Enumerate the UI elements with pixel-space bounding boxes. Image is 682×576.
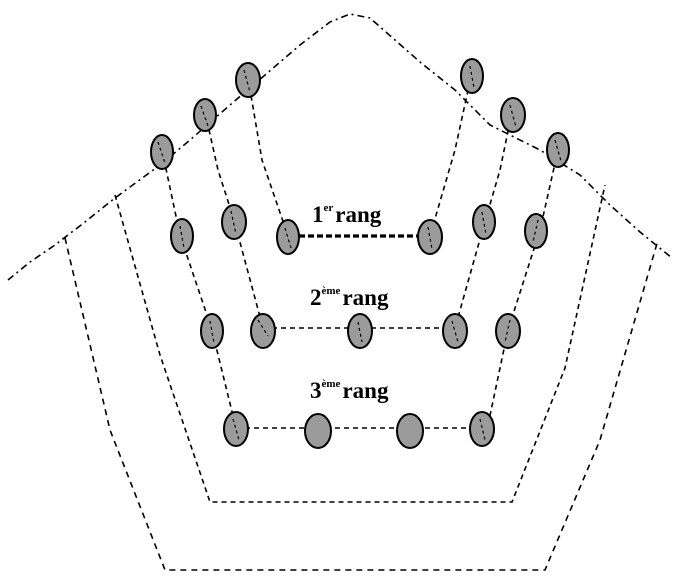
stone [546, 132, 570, 168]
rank1-label: 1errang [312, 202, 382, 227]
rank2-word: rang [342, 285, 389, 310]
stone [347, 313, 373, 349]
rank2-left-line [204, 111, 264, 329]
rank-guides [161, 71, 559, 429]
stone [396, 413, 424, 449]
rank3-superscript: ème [322, 378, 341, 390]
outer-outlines [7, 13, 673, 571]
stone [442, 313, 468, 349]
rank-labels: 1errang 2èmerang 3èmerang [310, 202, 389, 403]
stone [150, 134, 174, 170]
rank1-right-line [429, 71, 473, 237]
stone [417, 219, 443, 255]
rank1-word: rang [335, 202, 382, 227]
stone [460, 58, 484, 94]
stone [250, 313, 276, 349]
rank3-number: 3 [310, 378, 322, 403]
stone [221, 204, 247, 240]
rank1-number: 1 [312, 202, 324, 227]
stone [524, 213, 548, 249]
stone [200, 313, 224, 349]
stone [304, 413, 332, 449]
stone [500, 97, 526, 133]
rank1-left-line [247, 77, 289, 237]
rank2-right-line [454, 111, 513, 329]
stone [235, 62, 261, 98]
stone [223, 411, 249, 447]
stone [193, 98, 217, 132]
stones [150, 58, 570, 449]
rank3-word: rang [342, 378, 389, 403]
stone [495, 313, 521, 349]
rank2-number: 2 [310, 285, 322, 310]
stone [170, 218, 194, 254]
stone [472, 204, 496, 240]
rank3-right-line [487, 149, 559, 426]
outer-pentagon [64, 237, 659, 571]
rank3-left-line [161, 149, 237, 429]
outer-roof-line [7, 13, 673, 281]
stone [469, 411, 495, 447]
rank1-superscript: er [324, 202, 334, 214]
stone [276, 219, 300, 255]
middle-pentagon [114, 184, 606, 503]
rank3-label: 3èmerang [310, 378, 389, 403]
rank2-label: 2èmerang [310, 285, 389, 310]
rank2-superscript: ème [322, 285, 341, 297]
